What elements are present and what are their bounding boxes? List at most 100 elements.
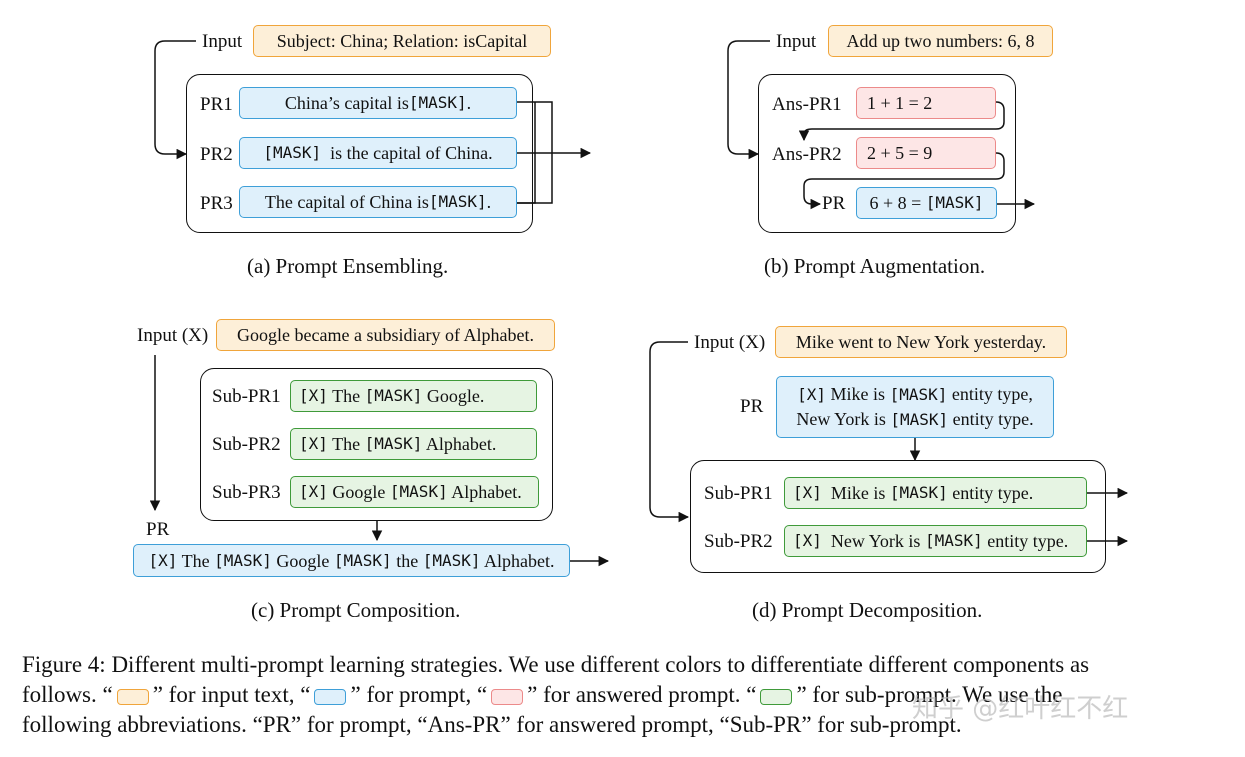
panel-c-subprompt-group [200,368,553,521]
panel-b-pr-box: 6 + 8 = [MASK] [856,187,997,219]
panel-d-sub-pr1-box: [X] Mike is [MASK] entity type. [784,477,1087,509]
sub-prompt-color-swatch [760,688,793,705]
panel-a-prompt-group [186,74,533,233]
text-part: entity type. [948,409,1034,429]
mask-token: [MASK] [890,410,949,429]
text-part: . [466,93,472,113]
caption-text: ” for sub-prompt. We use the [796,682,1063,707]
panel-c-sub-pr3-box: [X] Google [MASK] Alphabet. [290,476,539,508]
panel-c-sub-pr1-label: Sub-PR1 [212,386,281,407]
mask-token: [MASK] [364,434,423,453]
panel-a-pr1-box: China’s capital is [MASK]. [239,87,517,119]
panel-d-pr-label: PR [740,396,764,417]
panel-a-input-box: Subject: China; Relation: isCapital [253,25,551,57]
x-token: [X] [793,483,822,502]
text-part: The capital of China is [264,192,429,212]
prompt-color-swatch [314,688,347,705]
text-part: 6 + 8 = [869,193,926,213]
panel-c-pr-box: [X] The [MASK] Google [MASK] the [MASK] … [133,544,570,577]
panel-d-pr-box: [X] Mike is [MASK] entity type, New York… [776,376,1054,438]
panel-d-sub-pr2-box: [X] New York is [MASK] entity type. [784,525,1087,557]
text-part: . [486,192,492,212]
panel-c-pr-label: PR [146,519,170,540]
text-part: the [391,550,423,571]
x-token: [X] [793,531,822,550]
mask-token: [MASK] [389,482,448,501]
caption-text: ” for answered prompt. “ [527,682,757,707]
mask-token: [MASK] [333,550,392,570]
mask-token: [MASK] [889,385,948,404]
mask-token: [MASK] [364,386,423,405]
panel-c-sub-pr3-label: Sub-PR3 [212,482,281,503]
panel-c-input-label: Input (X) [137,325,209,346]
text-part: Google. [422,386,485,406]
text-part: The [327,434,365,454]
panel-b-input-label: Input [776,31,817,52]
text-part: New York is [796,409,891,429]
panel-d-sub-pr2-label: Sub-PR2 [704,531,773,552]
text-part: The [327,386,365,406]
panel-b-input-box: Add up two numbers: 6, 8 [828,25,1053,57]
panel-c-caption: (c) Prompt Composition. [251,598,461,622]
mask-token: [MASK] [408,93,467,112]
panel-b-ans-pr1-label: Ans-PR1 [772,94,842,115]
text-part: is the capital of China. [321,143,493,163]
panel-c-input-box: Google became a subsidiary of Alphabet. [216,319,555,351]
panel-a-pr2-box: [MASK] is the capital of China. [239,137,517,169]
mask-token: [MASK] [428,192,487,211]
panel-a-pr1-label: PR1 [200,94,233,115]
x-token: [X] [148,550,178,570]
panel-a-pr3-box: The capital of China is [MASK]. [239,186,517,218]
text-part: entity type. [947,483,1034,503]
panel-b-ans-pr2-label: Ans-PR2 [772,144,842,165]
figure-caption-line-2: follows. “ ” for input text, “ ” for promp… [22,680,1237,710]
panel-d-input-box: Mike went to New York yesterday. [775,326,1067,358]
answered-prompt-color-swatch [491,688,524,705]
text-part: entity type, [947,384,1033,404]
text-part: The [177,550,215,571]
text-part: Google [271,550,334,571]
panel-a-input-label: Input [202,31,243,52]
input-color-swatch [116,688,149,705]
mask-token: [MASK] [889,483,948,502]
panel-b-ans-pr2-box: 2 + 5 = 9 [856,137,996,169]
text-part: Mike is [826,384,890,404]
text-part: New York is [821,531,925,551]
caption-text: follows. “ [22,682,113,707]
mask-token: [MASK] [214,550,272,570]
panel-a-pr2-label: PR2 [200,144,233,165]
panel-b-ans-pr1-box: 1 + 1 = 2 [856,87,996,119]
watermark: 知乎 @红叶红不红 [912,694,1129,724]
panel-d-input-label: Input (X) [694,332,766,353]
text-part: Mike is [821,483,890,503]
text-part: Alphabet. [447,482,522,502]
panel-c-sub-pr2-label: Sub-PR2 [212,434,281,455]
x-token: [X] [299,386,328,405]
panel-b-pr-label: PR [822,193,846,214]
text-part: Google [327,482,390,502]
text-part: China’s capital is [284,93,409,113]
figure-caption-line-1: Figure 4: Different multi-prompt learnin… [22,652,1090,677]
panel-c-sub-pr1-box: [X] The [MASK] Google. [290,380,537,412]
text-part: Alphabet. [480,550,555,571]
panel-b-prompt-group [758,74,1016,233]
panel-c-sub-pr2-box: [X] The [MASK] Alphabet. [290,428,537,460]
mask-token: [MASK] [422,550,481,570]
text-part: Alphabet. [422,434,497,454]
panel-b-caption: (b) Prompt Augmentation. [764,254,986,278]
pr-line-1: [X] Mike is [MASK] entity type, [797,382,1033,407]
text-part: entity type. [982,531,1069,551]
caption-text: ” for input text, “ [152,682,311,707]
caption-text: ” for prompt, “ [350,682,488,707]
panel-d-caption: (d) Prompt Decomposition. [752,598,983,622]
panel-a-caption: (a) Prompt Ensembling. [247,254,449,278]
figure-caption-line-3: following abbreviations. “PR” for prompt… [22,712,962,737]
panel-d-sub-pr1-label: Sub-PR1 [704,483,773,504]
x-token: [X] [299,482,328,501]
figure-caption: Figure 4: Different multi-prompt learnin… [22,650,1237,740]
mask-token: [MASK] [925,193,984,212]
panel-d-subprompt-group [690,460,1106,573]
panel-a-pr3-label: PR3 [200,193,233,214]
pr-line-2: New York is [MASK] entity type. [796,407,1033,432]
